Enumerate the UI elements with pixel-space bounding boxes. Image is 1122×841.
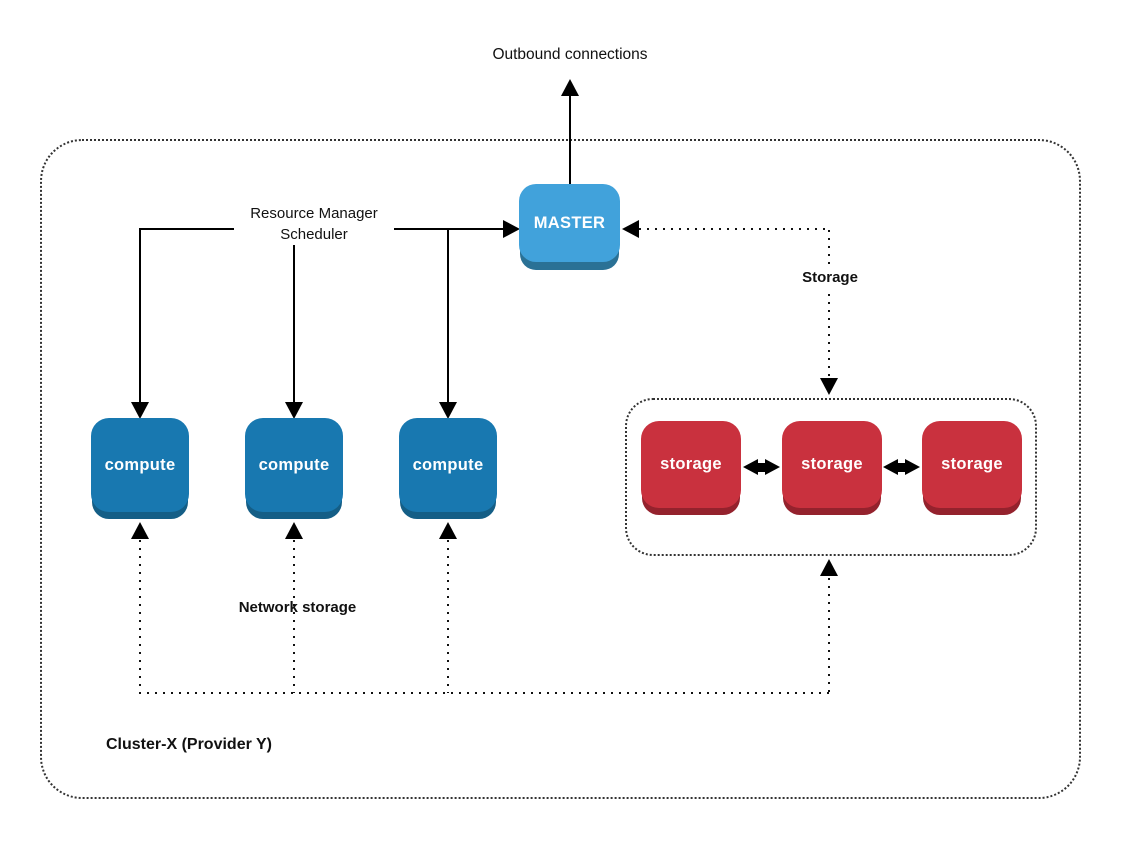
storage-node-2: storage bbox=[782, 421, 882, 508]
edge-storage-to-master-vline bbox=[828, 230, 830, 377]
edge-trunk-to-storagegroup-line bbox=[828, 578, 830, 692]
resource-manager-label-line1: Resource Manager bbox=[250, 205, 378, 222]
storage-node-label: storage bbox=[801, 455, 863, 473]
double-arrow-storage2-storage3 bbox=[883, 459, 920, 475]
arrowhead-up-storage-group bbox=[820, 559, 838, 576]
master-node: MASTER bbox=[519, 184, 620, 262]
storage-node-label: storage bbox=[660, 455, 722, 473]
arrowhead-down-storage-group bbox=[820, 378, 838, 395]
resource-manager-label: Resource Manager Scheduler bbox=[234, 203, 394, 245]
resource-manager-label-line2: Scheduler bbox=[280, 226, 348, 243]
edge-trunk-to-compute2-line bbox=[293, 540, 295, 693]
edge-rm-to-compute3-line bbox=[447, 228, 449, 403]
edge-trunk-to-compute3-line bbox=[447, 540, 449, 693]
master-node-label: MASTER bbox=[533, 213, 606, 232]
arrowhead-left bbox=[883, 459, 898, 475]
edge-trunk-to-compute1-line bbox=[139, 540, 141, 693]
network-storage-edge-label: Network storage bbox=[238, 599, 357, 616]
cluster-title-label: Cluster-X (Provider Y) bbox=[106, 736, 272, 753]
outbound-connections-label: Outbound connections bbox=[492, 46, 648, 63]
storage-group-boundary bbox=[625, 398, 1037, 556]
edge-storage-to-master-hline bbox=[639, 228, 829, 230]
edge-master-outbound-line bbox=[569, 95, 571, 184]
arrowhead-right bbox=[765, 459, 780, 475]
arrowhead-into-compute2 bbox=[285, 402, 303, 419]
double-arrow-storage1-storage2 bbox=[743, 459, 780, 475]
arrowhead-into-compute3 bbox=[439, 402, 457, 419]
edge-rm-to-compute1-line bbox=[139, 228, 141, 403]
compute-node-1: compute bbox=[91, 418, 189, 512]
cluster-boundary bbox=[40, 139, 1081, 799]
arrowhead-up-compute2 bbox=[285, 522, 303, 539]
arrowhead-left bbox=[743, 459, 758, 475]
edge-rm-to-compute2-line bbox=[293, 228, 295, 403]
arrowhead-up-compute1 bbox=[131, 522, 149, 539]
arrowhead-up-outbound bbox=[561, 79, 579, 96]
arrowhead-right bbox=[905, 459, 920, 475]
storage-edge-label: Storage bbox=[792, 267, 868, 288]
storage-node-1: storage bbox=[641, 421, 741, 508]
arrowhead-into-master-right bbox=[622, 220, 639, 238]
arrowhead-up-compute3 bbox=[439, 522, 457, 539]
compute-node-label: compute bbox=[104, 455, 176, 474]
compute-node-3: compute bbox=[399, 418, 497, 512]
arrowhead-into-master bbox=[503, 220, 520, 238]
edge-network-trunk-line bbox=[139, 692, 830, 694]
compute-node-2: compute bbox=[245, 418, 343, 512]
arrowhead-into-compute1 bbox=[131, 402, 149, 419]
arrow-bar bbox=[898, 462, 905, 472]
compute-node-label: compute bbox=[258, 455, 330, 474]
storage-node-label: storage bbox=[941, 455, 1003, 473]
arrow-bar bbox=[758, 462, 765, 472]
compute-node-label: compute bbox=[412, 455, 484, 474]
storage-node-3: storage bbox=[922, 421, 1022, 508]
